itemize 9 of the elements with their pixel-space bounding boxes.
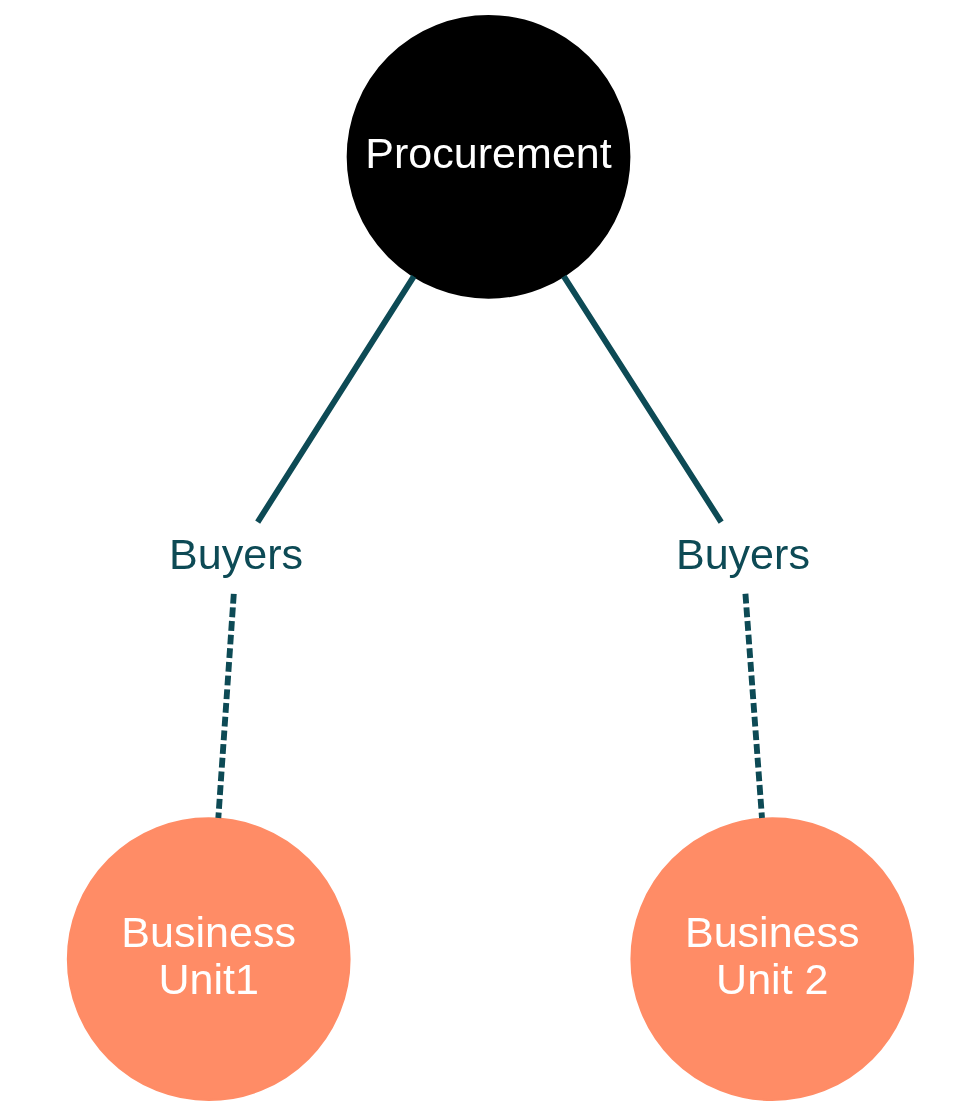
- connector: [560, 274, 724, 524]
- node-text: Buyers: [168, 529, 303, 578]
- node-text: Buyers: [675, 529, 810, 578]
- connector: [254, 274, 416, 524]
- node-circle: Business Unit 2: [629, 817, 914, 1101]
- connector: [742, 593, 765, 819]
- node-circle: Business Unit1: [66, 817, 351, 1101]
- node-circle: Procurement: [346, 15, 630, 299]
- connector: [214, 593, 237, 819]
